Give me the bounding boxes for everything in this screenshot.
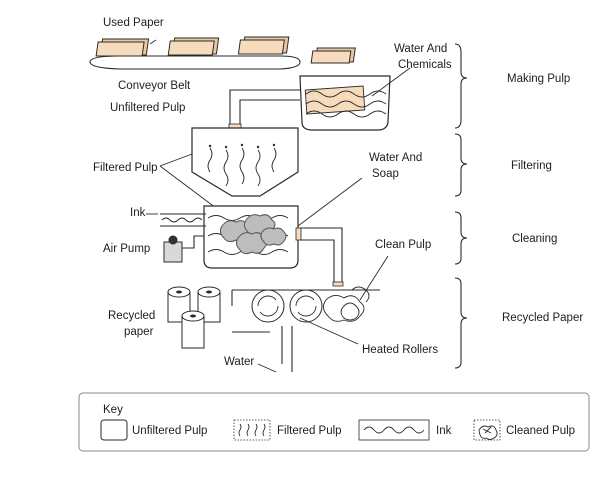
air-pump [163, 235, 204, 263]
key-box: Key Unfiltered Pulp Filtered Pulp Ink [78, 392, 590, 452]
dotted-lines-icon [233, 419, 271, 441]
label-water-and-chemicals-1: Water And [394, 43, 447, 55]
wave-line-icon [358, 419, 430, 441]
cleaning-tank [203, 177, 363, 269]
paper-stack-icon [310, 47, 356, 64]
label-air-pump: Air Pump [103, 243, 150, 255]
ink-inlet [146, 213, 206, 227]
pulping-tank [299, 67, 411, 131]
key-label: Cleaned Pulp [506, 425, 575, 437]
label-conveyor-belt: Conveyor Belt [118, 80, 191, 92]
paper-roll-icon [181, 310, 205, 349]
label-water-and-chemicals-2: Chemicals [398, 59, 452, 71]
key-item-ink: Ink [358, 419, 452, 441]
label-recycled-paper-1: Recycled [108, 310, 155, 322]
heated-roller [251, 289, 285, 323]
stage-cleaning: Cleaning [512, 233, 557, 245]
conveyor-belt [89, 55, 301, 70]
blank-box-icon [100, 419, 128, 441]
stage-making-pulp: Making Pulp [507, 73, 570, 85]
paper-stack-icon [95, 38, 157, 57]
cleaned-pulp-cluster [323, 286, 370, 322]
paper-rolls [167, 286, 221, 349]
label-water: Water [224, 356, 254, 368]
label-filtered-pulp: Filtered Pulp [93, 162, 158, 174]
heated-roller [289, 289, 323, 323]
paper-stack-icon [167, 37, 220, 56]
stage-filtering: Filtering [511, 160, 552, 172]
pulp-blobs [219, 214, 287, 255]
key-item-unfiltered: Unfiltered Pulp [100, 419, 207, 441]
label-heated-rollers: Heated Rollers [362, 344, 438, 356]
stage-recycled-paper: Recycled Paper [502, 312, 583, 324]
stage-braces [454, 43, 468, 369]
water-pipe [257, 326, 293, 373]
key-title: Key [103, 404, 123, 416]
key-label: Unfiltered Pulp [132, 425, 207, 437]
label-water-and-soap-1: Water And [369, 152, 422, 164]
key-item-cleaned: Cleaned Pulp [473, 419, 575, 441]
label-used-paper: Used Paper [103, 17, 164, 29]
pipe-clean [300, 227, 344, 287]
filter-tank [159, 127, 299, 215]
label-ink: Ink [130, 207, 146, 219]
cleaned-pulp-icon [473, 419, 501, 441]
key-label: Filtered Pulp [277, 425, 342, 437]
key-item-filtered: Filtered Pulp [233, 419, 342, 441]
label-recycled-paper-2: paper [124, 326, 154, 338]
label-water-and-soap-2: Soap [372, 168, 399, 180]
label-clean-pulp: Clean Pulp [375, 239, 431, 251]
label-unfiltered-pulp: Unfiltered Pulp [110, 102, 185, 114]
used-paper-stacks [95, 36, 356, 64]
key-label: Ink [436, 425, 452, 437]
roller-conveyor [231, 286, 380, 345]
pipe-unfiltered [228, 89, 300, 129]
paper-stack-icon [237, 36, 290, 55]
